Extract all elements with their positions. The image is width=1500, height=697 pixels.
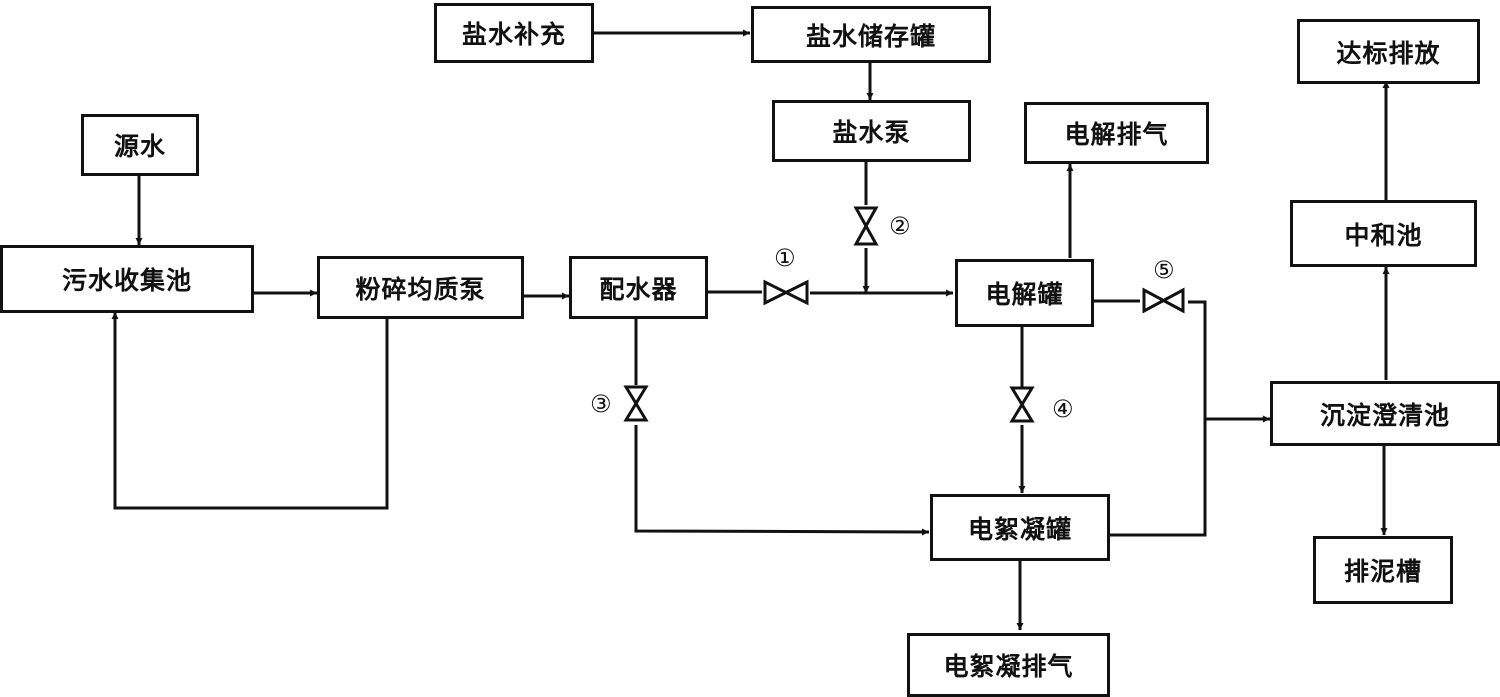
valve-5-icon[interactable]: [1142, 287, 1185, 314]
edge-v3-to-electroflocc: [634, 425, 930, 536]
valve-4-label: ④: [1052, 395, 1074, 423]
valve-2-label: ②: [889, 212, 911, 240]
node-label: 盐水补充: [461, 20, 566, 49]
node-label: 源水: [113, 132, 166, 161]
valve-2-icon[interactable]: [853, 206, 879, 246]
node-label: 沉淀澄清池: [1319, 400, 1450, 430]
node-label: 电解罐: [985, 280, 1064, 309]
node-label: 电絮凝罐: [967, 514, 1072, 544]
node-neutral-pool: 中和池: [1290, 200, 1477, 267]
node-electroflocc-tank: 电絮凝罐: [930, 494, 1110, 561]
node-label: 排泥槽: [1343, 557, 1422, 586]
node-label: 污水收集池: [61, 266, 192, 295]
valve-3-icon[interactable]: [623, 385, 649, 422]
node-discharge: 达标排放: [1297, 19, 1480, 84]
node-settling-pool: 沉淀澄清池: [1270, 381, 1500, 446]
node-distributor: 配水器: [569, 256, 708, 319]
node-electrolysis-exhaust: 电解排气: [1024, 102, 1209, 164]
node-source-water: 源水: [81, 114, 199, 176]
valve-4-icon[interactable]: [1009, 386, 1035, 423]
valve-5-label: ⑤: [1153, 256, 1175, 284]
node-electrolysis-tank: 电解罐: [955, 259, 1094, 327]
node-brine-supply: 盐水补充: [434, 3, 594, 63]
valve-1-icon[interactable]: [763, 279, 809, 306]
node-label: 达标排放: [1336, 38, 1441, 68]
edge-v5-to-collector: [1108, 300, 1207, 537]
node-crush-pump: 粉碎均质泵: [317, 256, 524, 319]
node-label: 中和池: [1344, 220, 1423, 250]
node-label: 电解排气: [1064, 120, 1169, 149]
node-label: 盐水储存罐: [805, 21, 936, 51]
node-label: 电絮凝排气: [943, 652, 1074, 681]
valve-3-label: ③: [590, 390, 612, 418]
node-electroflocc-exhaust: 电絮凝排气: [907, 633, 1110, 697]
edge-recirculation: [111, 312, 389, 510]
node-sewage-pool: 污水收集池: [0, 245, 254, 313]
node-brine-pump: 盐水泵: [772, 100, 971, 162]
node-brine-storage: 盐水储存罐: [751, 6, 991, 63]
node-label: 盐水泵: [832, 118, 911, 147]
valve-1-label: ①: [774, 244, 796, 272]
node-label: 配水器: [599, 274, 678, 304]
node-label: 粉碎均质泵: [355, 274, 486, 304]
node-sludge-tank: 排泥槽: [1313, 536, 1453, 604]
